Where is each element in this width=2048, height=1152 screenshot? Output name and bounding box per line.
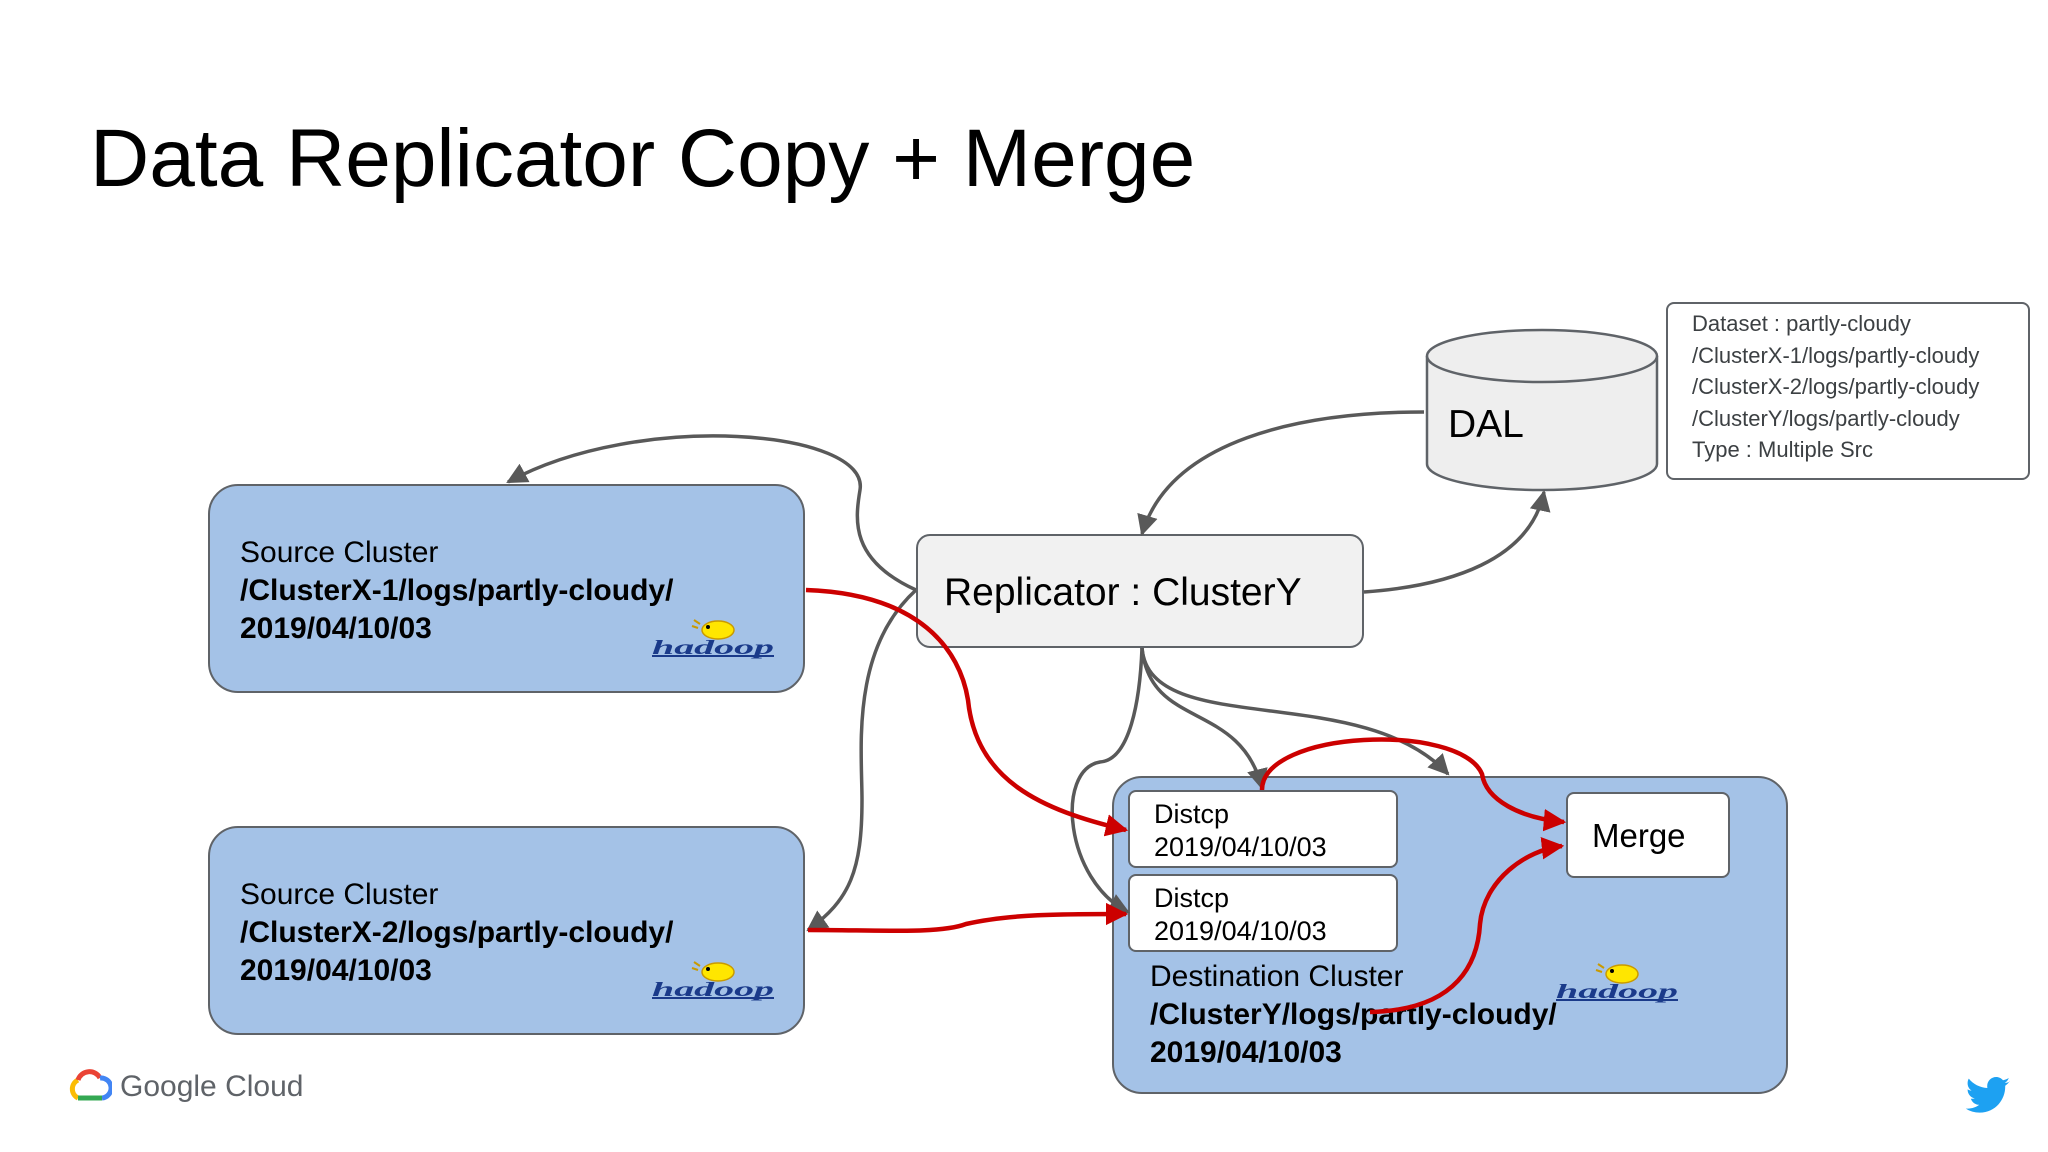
hadoop-logo: hadoop — [652, 961, 774, 1001]
source-cluster-2-date: 2019/04/10/03 — [240, 954, 432, 987]
arrow-source-1-to-distcp-1 — [805, 587, 1129, 837]
source-cluster-1-path: /ClusterX-1/logs/partly-cloudy/ — [240, 574, 674, 607]
twitter-bird-icon — [1965, 1077, 2010, 1113]
dataset-info-line: /ClusterX-2/logs/partly-cloudy — [1692, 374, 1980, 399]
dal-label: DAL — [1448, 403, 1524, 446]
source-cluster-1: Source Cluster /ClusterX-1/logs/partly-c… — [208, 484, 805, 693]
replicator-label: Replicator : ClusterY — [944, 571, 1302, 614]
source-cluster-1-label: Source Cluster — [240, 536, 439, 569]
hadoop-logo: hadoop — [652, 619, 774, 659]
distcp-1-label: Distcp — [1154, 799, 1230, 829]
arrow-replicator-to-merge — [1140, 647, 1450, 776]
destination-cluster-label: Destination Cluster — [1150, 960, 1404, 993]
source-cluster-2-path: /ClusterX-2/logs/partly-cloudy/ — [240, 916, 674, 949]
destination-cluster-date: 2019/04/10/03 — [1150, 1036, 1342, 1069]
distcp-2-date: 2019/04/10/03 — [1154, 916, 1327, 946]
arrow-distcp-1-to-merge — [1259, 737, 1567, 832]
replicator-box: Replicator : ClusterY — [916, 534, 1364, 648]
dataset-info-line: Type : Multiple Src — [1692, 437, 1873, 462]
distcp-box-1: Distcp 2019/04/10/03 — [1128, 790, 1398, 868]
arrow-dal-to-replicator — [1137, 410, 1425, 537]
destination-cluster-text: Destination Cluster /ClusterY/logs/partl… — [1150, 958, 1557, 1072]
source-cluster-1-text: Source Cluster /ClusterX-1/logs/partly-c… — [240, 534, 673, 648]
distcp-box-2: Distcp 2019/04/10/03 — [1128, 874, 1398, 952]
arrow-replicator-to-distcp-2 — [1070, 647, 1144, 914]
dataset-info-line: /ClusterX-1/logs/partly-cloudy — [1692, 342, 1980, 368]
google-cloud-text: Google Cloud — [120, 1070, 304, 1103]
merge-box: Merge — [1566, 792, 1730, 878]
merge-label: Merge — [1592, 817, 1686, 854]
distcp-2-label: Distcp — [1154, 883, 1230, 913]
source-cluster-2-label: Source Cluster — [240, 878, 439, 911]
google-cloud-logo — [69, 1069, 112, 1101]
arrow-replicator-to-distcp-1 — [1140, 647, 1268, 791]
svg-text:hadoop: hadoop — [652, 979, 774, 1001]
arrow-replicator-to-source-2 — [806, 588, 918, 932]
source-cluster-2: Source Cluster /ClusterX-2/logs/partly-c… — [208, 826, 805, 1035]
dataset-info-line: Dataset : partly-cloudy — [1692, 311, 1911, 336]
svg-text:hadoop: hadoop — [1556, 981, 1678, 1003]
arrow-source-2-to-distcp-2 — [807, 902, 1129, 934]
arrow-replicator-to-dal — [1363, 489, 1551, 594]
dataset-info-box: Dataset : partly-cloudy /ClusterX-1/logs… — [1666, 302, 2030, 480]
source-cluster-1-date: 2019/04/10/03 — [240, 612, 432, 645]
arrow-distcp-2-to-merge — [1369, 837, 1565, 1015]
hadoop-logo: hadoop — [1556, 963, 1678, 1003]
arrow-replicator-to-source-1 — [506, 434, 917, 592]
slide-title: Data Replicator Copy + Merge — [90, 113, 1196, 204]
svg-text:hadoop: hadoop — [652, 637, 774, 659]
destination-cluster-path: /ClusterY/logs/partly-cloudy/ — [1150, 998, 1557, 1031]
dataset-info-line: /ClusterY/logs/partly-cloudy — [1692, 405, 1960, 431]
distcp-1-date: 2019/04/10/03 — [1154, 832, 1327, 862]
dal-cylinder — [1425, 328, 1659, 492]
source-cluster-2-text: Source Cluster /ClusterX-2/logs/partly-c… — [240, 876, 673, 990]
